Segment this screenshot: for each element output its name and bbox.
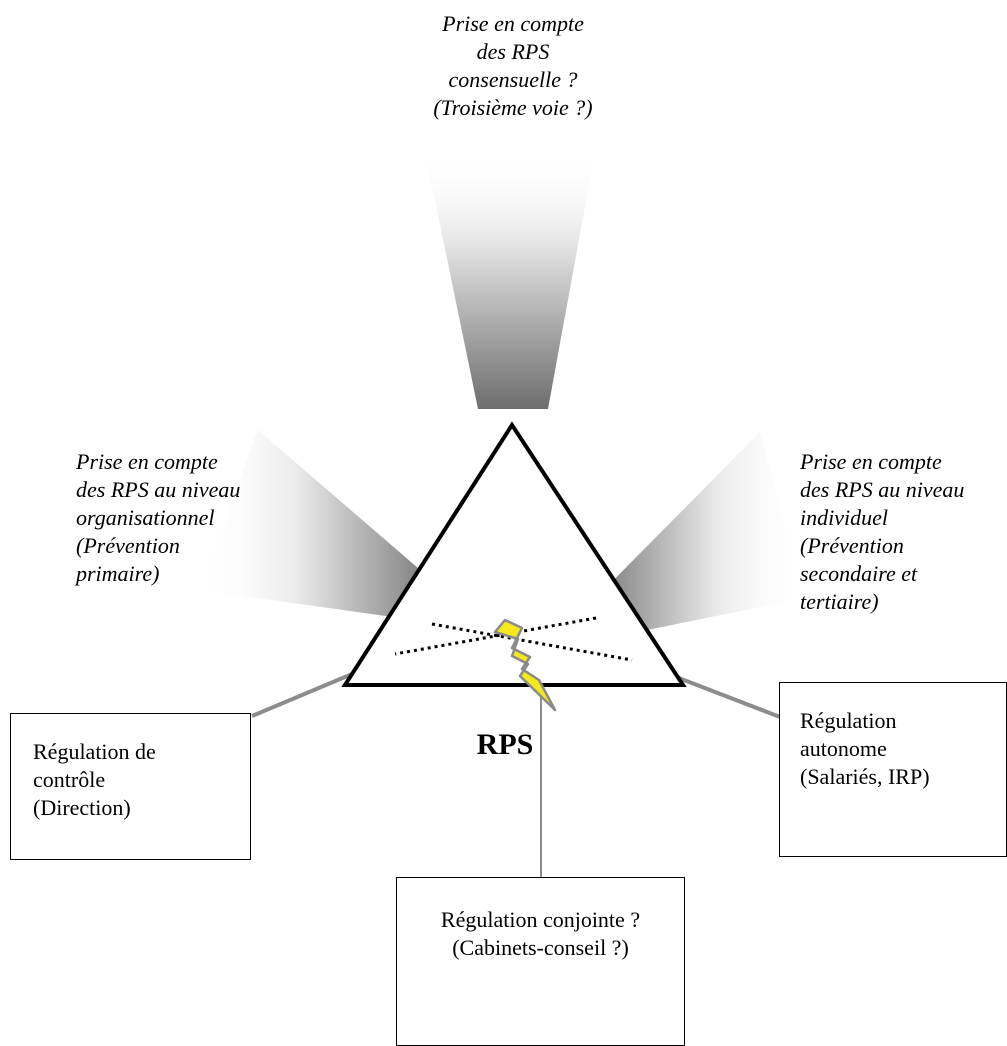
caption-consensual: Prise en compte des RPS consensuelle ? (… [433, 11, 593, 120]
beam-left [200, 430, 448, 622]
caption-organisational: Prise en compte des RPS au niveau organi… [76, 449, 241, 586]
box-regulation-autonome: Régulation autonome (Salariés, IRP) [779, 682, 1007, 857]
box-regulation-controle: Régulation de contrôle (Direction) [10, 713, 251, 860]
center-label-rps: RPS [476, 728, 534, 761]
dotted-ray-right-to-left [394, 616, 597, 656]
box-regulation-conjointe: Régulation conjointe ? (Cabinets-conseil… [396, 877, 685, 1046]
dotted-ray-left-to-right [431, 622, 633, 662]
beam-top [425, 152, 595, 409]
caption-individual: Prise en compte des RPS au niveau indivi… [800, 449, 965, 614]
lightning-bolt-icon [493, 618, 557, 712]
rps-triangle [341, 421, 687, 687]
beam-right [582, 432, 805, 640]
